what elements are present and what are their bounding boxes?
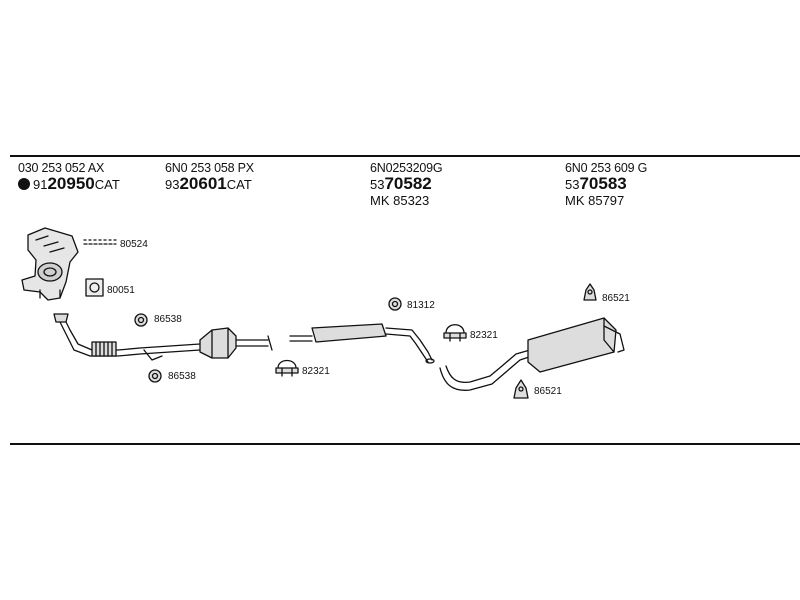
oem-number: 6N0253209G bbox=[370, 161, 443, 175]
part-number[interactable]: 9120950CAT bbox=[18, 175, 120, 193]
oem-number: 6N0 253 058 PX bbox=[165, 161, 254, 175]
part-label[interactable]: 86521 bbox=[534, 386, 562, 397]
part-number[interactable]: 9320601CAT bbox=[165, 174, 252, 193]
hanger-86521-lower[interactable] bbox=[513, 379, 529, 399]
centre-pipe-silencer[interactable] bbox=[289, 323, 435, 364]
clamp-82321-right[interactable] bbox=[443, 324, 467, 342]
column-4: 6N0 253 609 G 5370583 MK 85797 bbox=[565, 161, 647, 208]
mk-number: MK 85323 bbox=[370, 193, 430, 208]
part-label[interactable]: 80051 bbox=[107, 285, 135, 296]
rear-silencer[interactable] bbox=[439, 317, 625, 391]
part-label[interactable]: 82321 bbox=[470, 330, 498, 341]
part-label[interactable]: 86521 bbox=[602, 293, 630, 304]
oem-number: 6N0 253 609 G bbox=[565, 161, 648, 175]
column-1: 030 253 052 AX 9120950CAT bbox=[18, 161, 120, 193]
bolt-set[interactable] bbox=[83, 239, 117, 245]
part-label[interactable]: 81312 bbox=[407, 300, 435, 311]
exhaust-manifold[interactable] bbox=[21, 227, 79, 301]
front-pipe[interactable] bbox=[53, 313, 201, 361]
part-label[interactable]: 86538 bbox=[154, 314, 182, 325]
ring-86538-lower[interactable] bbox=[148, 369, 162, 383]
gasket-80051[interactable] bbox=[85, 278, 104, 297]
part-label[interactable]: 86538 bbox=[168, 371, 196, 382]
part-number[interactable]: 5370582 bbox=[370, 174, 432, 193]
part-number[interactable]: 5370583 bbox=[565, 174, 627, 193]
ring-81312[interactable] bbox=[388, 297, 402, 311]
catalytic-converter[interactable] bbox=[199, 327, 273, 359]
hanger-86521-upper[interactable] bbox=[583, 283, 597, 301]
mk-number: MK 85797 bbox=[565, 193, 625, 208]
part-label[interactable]: 80524 bbox=[120, 239, 148, 250]
ring-86538-upper[interactable] bbox=[134, 313, 148, 327]
bottom-divider bbox=[10, 443, 800, 445]
part-label[interactable]: 82321 bbox=[302, 366, 330, 377]
clamp-82321-left[interactable] bbox=[275, 359, 299, 377]
oem-number: 030 253 052 AX bbox=[18, 161, 105, 175]
column-2: 6N0 253 058 PX 9320601CAT bbox=[165, 161, 254, 193]
top-divider bbox=[10, 155, 800, 157]
column-3: 6N0253209G 5370582 MK 85323 bbox=[370, 161, 443, 208]
catalyst-dot-icon bbox=[18, 178, 30, 190]
